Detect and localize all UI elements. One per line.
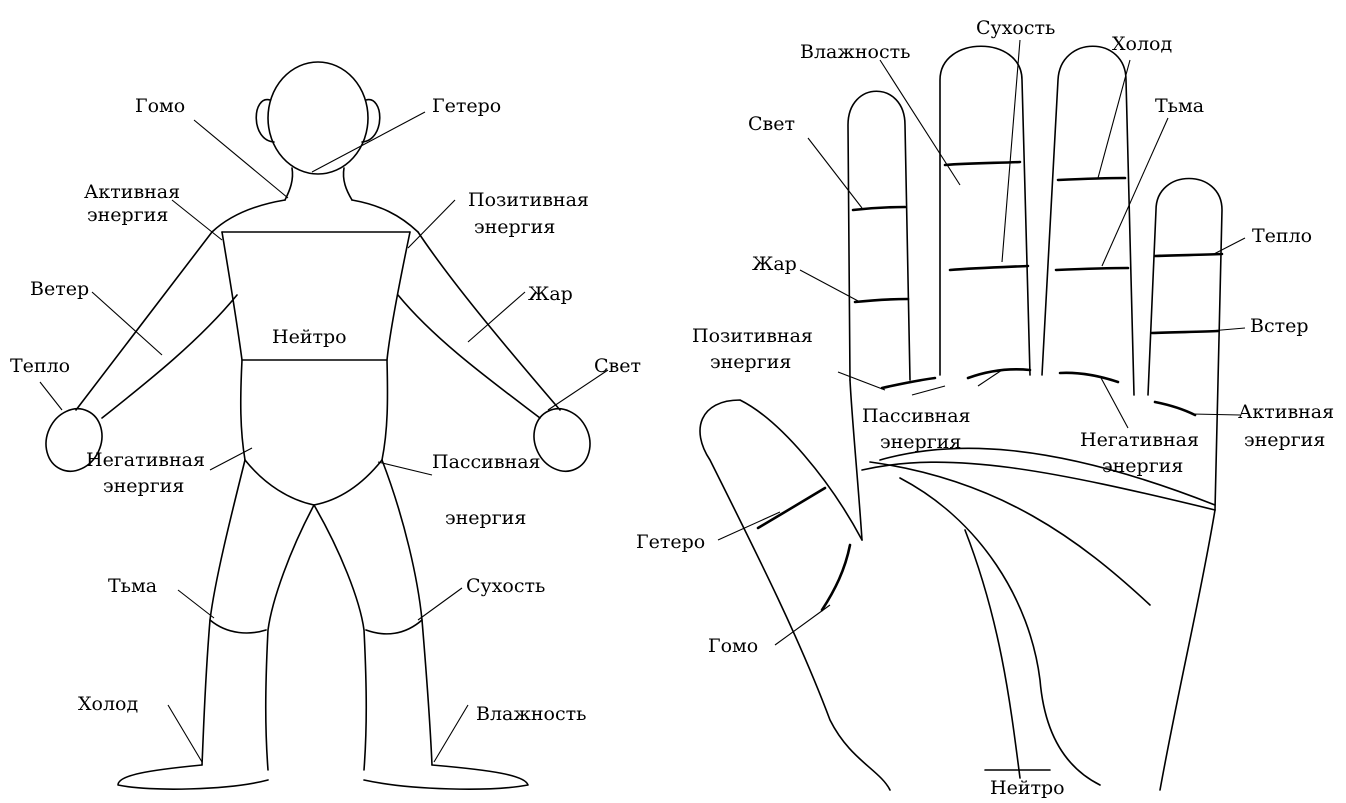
body-label-active-2: энергия [87, 204, 168, 226]
body-label-passive-1: Пассивная [432, 451, 541, 473]
hand-label-suhost: Сухость [976, 17, 1055, 39]
body-label-veter: Ветер [30, 278, 89, 300]
hand-label-negative-2: энергия [1102, 455, 1183, 477]
hand-label-teplo: Тепло [1252, 225, 1312, 247]
hand-labels: Сухость Влажность Холод Тьма Свет Тепло … [636, 17, 1334, 798]
hand-label-getero: Гетеро [636, 531, 705, 553]
body-outline [36, 62, 600, 789]
hand-label-holod: Холод [1112, 33, 1172, 55]
body-label-svet: Свет [594, 355, 641, 377]
body-label-gomo: Гомо [135, 95, 185, 117]
hand-label-tma: Тьма [1155, 95, 1204, 117]
body-label-neytro: Нейтро [272, 326, 347, 348]
body-figure: Гомо Гетеро Активная энергия Позитивная … [10, 62, 641, 789]
body-label-positive-1: Позитивная [468, 189, 589, 211]
body-label-tma: Тьма [108, 575, 157, 597]
body-label-positive-2: энергия [474, 216, 555, 238]
hand-label-gomo: Гомо [708, 635, 758, 657]
hand-label-active-2: энергия [1244, 429, 1325, 451]
body-label-negative-1: Негативная [86, 449, 205, 471]
body-label-active-1: Активная [84, 181, 180, 203]
body-label-teplo: Тепло [10, 355, 70, 377]
hand-label-veter: Встер [1250, 315, 1309, 337]
hand-label-vlazhnost: Влажность [800, 41, 910, 63]
hand-label-negative-1: Негативная [1080, 429, 1199, 451]
body-label-negative-2: энергия [103, 475, 184, 497]
hand-label-positive-1: Позитивная [692, 325, 813, 347]
body-label-getero: Гетеро [432, 95, 501, 117]
hand-figure: Сухость Влажность Холод Тьма Свет Тепло … [636, 17, 1334, 798]
body-label-holod: Холод [78, 693, 138, 715]
body-labels: Гомо Гетеро Активная энергия Позитивная … [10, 95, 641, 725]
hand-label-active-1: Активная [1238, 401, 1334, 423]
body-label-suhost: Сухость [466, 575, 545, 597]
hand-label-passive-1: Пассивная [862, 405, 971, 427]
hand-label-zhar: Жар [752, 253, 797, 275]
hand-label-positive-2: энергия [710, 351, 791, 373]
hand-label-neytro: Нейтро [990, 777, 1065, 798]
hand-label-svet: Свет [748, 113, 795, 135]
body-label-zhar: Жар [528, 283, 573, 305]
body-label-passive-2: энергия [445, 507, 526, 529]
hand-label-passive-2: энергия [880, 431, 961, 453]
body-label-vlazhnost: Влажность [476, 703, 586, 725]
